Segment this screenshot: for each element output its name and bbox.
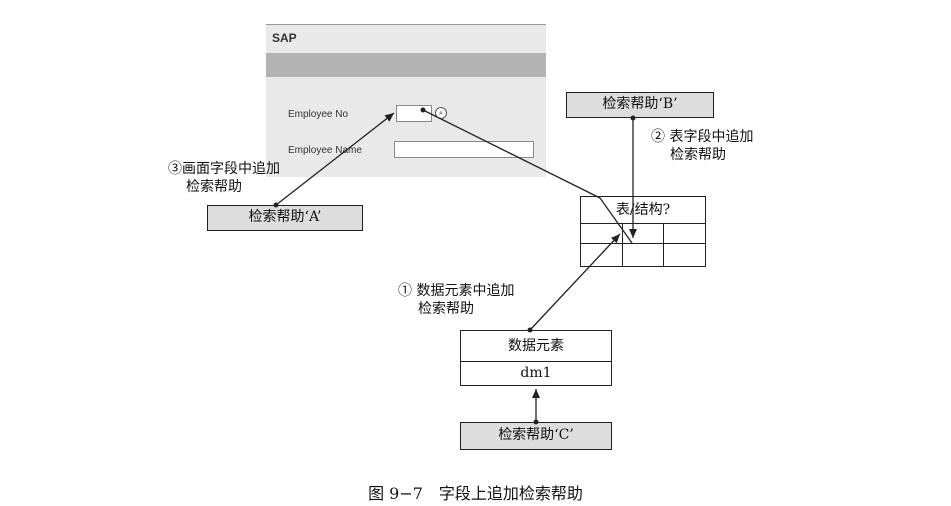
- sap-toolbar: [266, 53, 546, 77]
- arrow-data-element-to-table: [529, 233, 621, 331]
- arrow-origin-dot: [273, 202, 279, 208]
- arrow-origin-dot: [630, 115, 636, 121]
- arrow-origin-dot: [420, 107, 426, 113]
- sap-title: SAP: [272, 31, 297, 45]
- arrow-origin-dot: [527, 327, 533, 333]
- line-field-to-table-inner: [599, 197, 633, 244]
- note-screen-field-line2: 检索帮助: [186, 179, 242, 195]
- search-help-a-box: 检索帮助‘A’: [207, 205, 363, 231]
- search-help-a-label: 检索帮助‘A’: [248, 209, 322, 225]
- search-help-c-box: 检索帮助‘C’: [460, 422, 612, 450]
- search-help-b-box: 检索帮助‘B’: [566, 92, 714, 118]
- note-data-element-line1: ① 数据元素中追加: [398, 283, 515, 299]
- arrow-help-a-to-field: [275, 112, 395, 206]
- data-element-name: dm1: [520, 365, 552, 381]
- arrow-origin-dot: [533, 419, 539, 425]
- figure-caption: 图 9−7 字段上追加检索帮助: [368, 484, 583, 503]
- table-row-divider: [581, 243, 705, 244]
- note-table-field-line2: 检索帮助: [670, 147, 726, 163]
- employee-name-label: Employee Name: [288, 145, 362, 156]
- note-table-field-line1: ② 表字段中追加: [651, 129, 754, 145]
- table-col-divider: [622, 223, 623, 266]
- search-help-b-label: 检索帮助‘B’: [602, 96, 678, 112]
- note-screen-field-line1: ③画面字段中追加: [168, 161, 280, 177]
- table-structure-title: 表/结构?: [615, 202, 671, 218]
- employee-no-label: Employee No: [288, 109, 349, 120]
- sap-screen: SAP Employee No ⌕ Employee Name: [266, 24, 546, 177]
- note-data-element-line2: 检索帮助: [418, 301, 474, 317]
- employee-name-input[interactable]: [394, 141, 534, 158]
- table-col-divider: [663, 223, 664, 266]
- data-element-divider: [461, 361, 611, 362]
- search-help-c-label: 检索帮助‘C’: [498, 427, 574, 443]
- line-field-to-table: [422, 109, 601, 199]
- data-element-title: 数据元素: [508, 338, 564, 354]
- data-element-box: 数据元素 dm1: [460, 330, 612, 386]
- table-row-divider: [581, 223, 705, 224]
